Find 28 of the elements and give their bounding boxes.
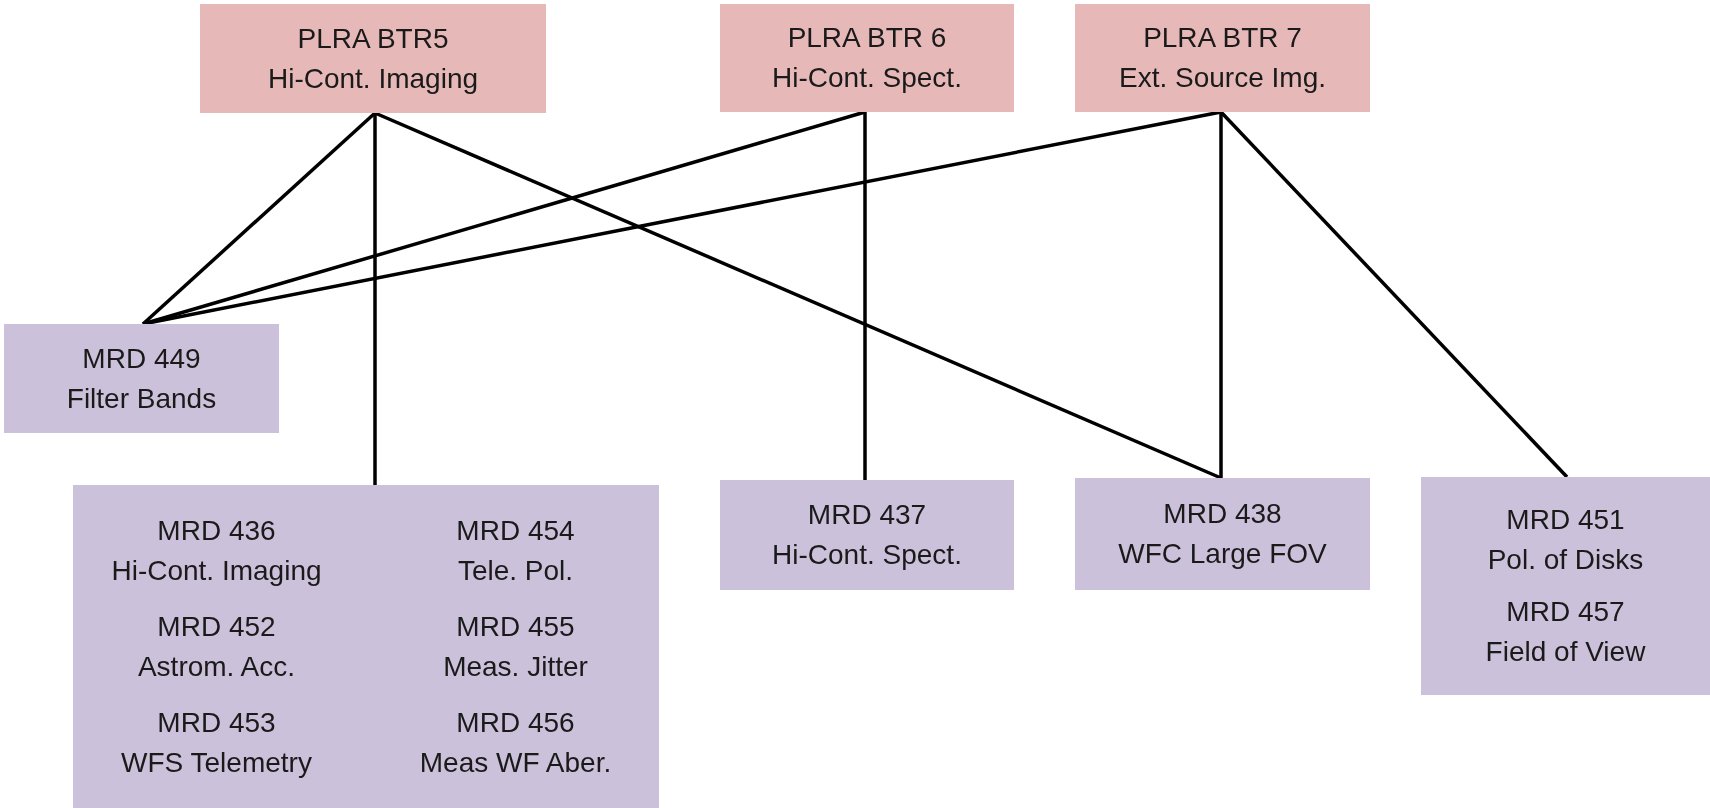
requirement-label: MRD 453 WFS Telemetry	[120, 705, 313, 780]
requirement-label: MRD 436 Hi-Cont. Imaging	[110, 513, 323, 588]
requirement-label: MRD 452 Astrom. Acc.	[136, 609, 297, 684]
requirement-label: MRD 437 Hi-Cont. Spect.	[771, 498, 963, 572]
requirement-box	[720, 4, 1014, 112]
requirement-box	[1075, 478, 1370, 590]
requirement-label: MRD 456 Meas WF Aber.	[418, 705, 613, 780]
requirement-box	[1075, 4, 1370, 112]
requirement-label: MRD 454 Tele. Pol.	[455, 513, 576, 588]
requirement-label: PLRA BTR 7 Ext. Source Img.	[1118, 21, 1327, 95]
requirement-label: MRD 449 Filter Bands	[65, 341, 218, 416]
requirement-label: MRD 438 WFC Large FOV	[1117, 497, 1328, 571]
requirement-box	[4, 324, 279, 433]
connector-line	[1219, 112, 1223, 478]
connector-line	[1219, 110, 1569, 479]
requirement-label: MRD 457 Field of View	[1484, 595, 1647, 669]
requirement-label: PLRA BTR 6 Hi-Cont. Spect.	[771, 21, 963, 95]
connector-line	[374, 111, 1222, 480]
connector-line	[863, 112, 867, 480]
requirement-box	[200, 4, 546, 113]
requirement-label: MRD 455 Meas. Jitter	[442, 609, 589, 684]
requirement-box	[1421, 477, 1710, 695]
requirement-box	[73, 485, 659, 808]
requirement-box	[720, 480, 1014, 590]
connector-line	[373, 113, 377, 485]
requirement-label: PLRA BTR5 Hi-Cont. Imaging	[266, 21, 480, 96]
connector-line	[142, 110, 1222, 326]
requirement-label: MRD 451 Pol. of Disks	[1486, 503, 1645, 577]
